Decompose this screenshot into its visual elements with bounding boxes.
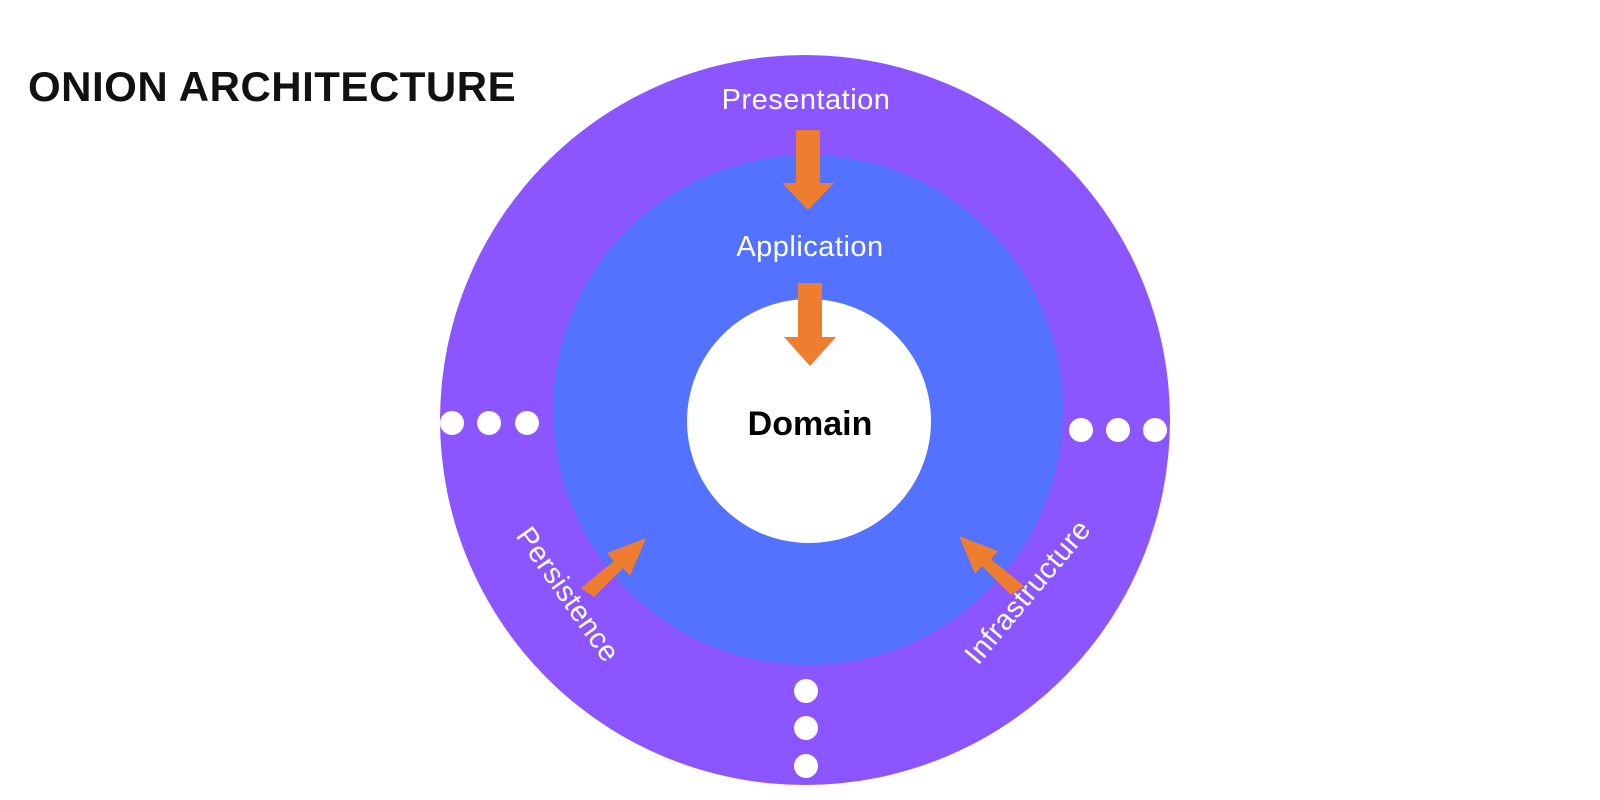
dot	[1143, 418, 1167, 442]
dot	[794, 754, 818, 778]
dot	[440, 411, 464, 435]
arrow-presentation-to-application	[782, 130, 834, 210]
dot	[1069, 418, 1093, 442]
core-circle	[687, 299, 931, 543]
label-domain: Domain	[748, 405, 873, 443]
arrow-infrastructure-to-center	[959, 536, 1024, 595]
label-presentation: Presentation	[722, 84, 891, 116]
dot	[1106, 418, 1130, 442]
ellipsis-dots-bottom	[794, 679, 818, 778]
dot	[477, 411, 501, 435]
dot	[794, 679, 818, 703]
label-application: Application	[736, 231, 883, 263]
ellipsis-dots-right	[1069, 418, 1167, 442]
page-title: ONION ARCHITECTURE	[28, 63, 517, 110]
arrow-application-to-domain	[784, 283, 836, 366]
arrow-persistence-to-center	[581, 538, 646, 597]
dot	[515, 411, 539, 435]
ellipsis-dots-left	[440, 411, 539, 435]
dot	[794, 716, 818, 740]
